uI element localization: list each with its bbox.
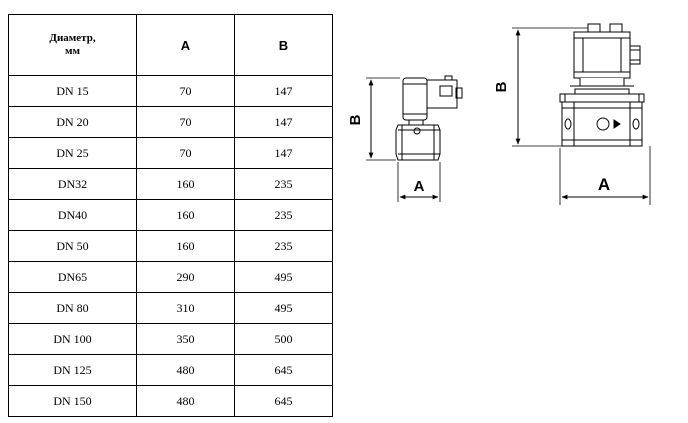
table-header-row: Диаметр, мм A B xyxy=(8,14,333,76)
cell-diameter: DN40 xyxy=(8,199,137,231)
cell-diameter: DN32 xyxy=(8,168,137,200)
cell-a: 350 xyxy=(136,323,235,355)
small-dim-a-label: A xyxy=(414,178,425,195)
cell-b: 235 xyxy=(234,199,333,231)
cell-a: 70 xyxy=(136,106,235,138)
small-valve-drawing xyxy=(366,75,463,202)
cell-a: 160 xyxy=(136,199,235,231)
cell-a: 160 xyxy=(136,230,235,262)
cell-b: 500 xyxy=(234,323,333,355)
large-valve-drawing xyxy=(512,23,651,205)
cell-b: 147 xyxy=(234,137,333,169)
large-dim-a-label: A xyxy=(598,175,610,194)
cell-b: 235 xyxy=(234,230,333,262)
header-a: A xyxy=(136,14,235,76)
cell-b: 645 xyxy=(234,354,333,386)
header-b: B xyxy=(234,14,333,76)
cell-a: 70 xyxy=(136,75,235,107)
large-dim-b-label: B xyxy=(493,81,510,92)
header-diameter-line2: мм xyxy=(65,45,80,57)
cell-b: 645 xyxy=(234,385,333,417)
header-diameter: Диаметр, мм xyxy=(8,14,137,76)
cell-a: 480 xyxy=(136,385,235,417)
cell-b: 147 xyxy=(234,75,333,107)
cell-a: 310 xyxy=(136,292,235,324)
cell-diameter: DN 20 xyxy=(8,106,137,138)
cell-diameter: DN 50 xyxy=(8,230,137,262)
cell-b: 495 xyxy=(234,292,333,324)
small-dim-b-label: B xyxy=(347,114,364,125)
header-diameter-line1: Диаметр, xyxy=(49,32,96,44)
